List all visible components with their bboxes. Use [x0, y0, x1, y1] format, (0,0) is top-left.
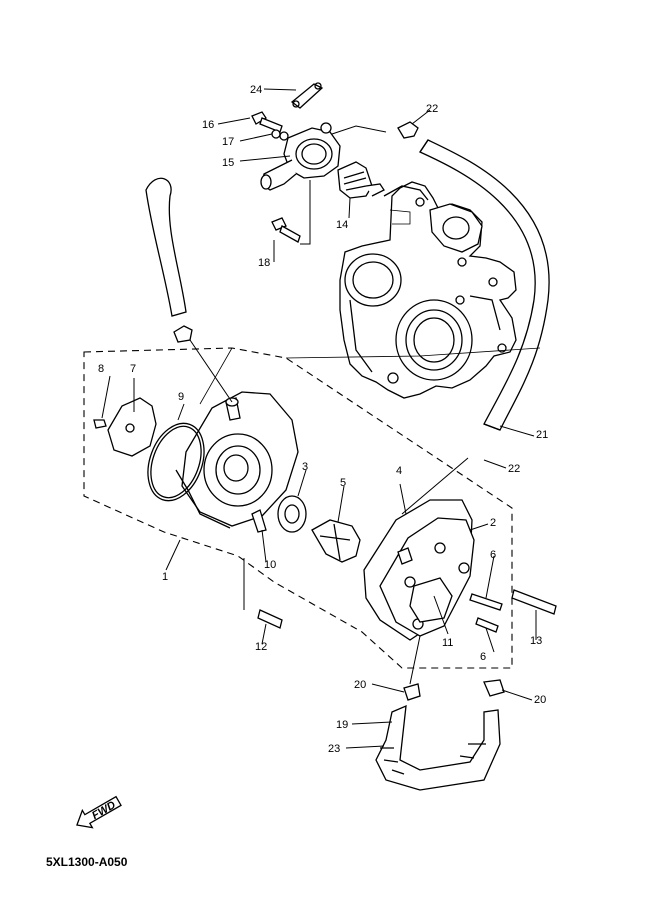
part-label: 5: [340, 477, 346, 489]
part-labels: 1 2 3 4 5 6 6 7 8 9 10 11 12 13 14 15 16…: [98, 84, 548, 755]
leader-lines: [101, 88, 537, 749]
diagram-code: 5XL1300-A050: [46, 855, 128, 869]
part-label: 21: [536, 429, 548, 441]
part-label: 7: [130, 363, 136, 375]
part-label: 13: [530, 635, 542, 647]
part-label: 14: [336, 219, 348, 231]
part-label: 15: [222, 157, 234, 169]
upper-hoses: [145, 121, 550, 431]
part-label: 9: [178, 391, 184, 403]
bearing-and-impeller: [251, 495, 361, 563]
impeller-plate: [93, 397, 205, 502]
part-label: 12: [255, 641, 267, 653]
part-label: 11: [442, 637, 453, 649]
pump-cover: [363, 499, 475, 641]
part-label: 8: [98, 363, 104, 375]
lower-hoses: [375, 679, 505, 791]
fwd-label: FWD: [90, 799, 118, 822]
part-label: 20: [354, 679, 366, 691]
cover-bolts: [257, 589, 557, 633]
water-pump-housing: [175, 391, 299, 529]
small-hardware: [251, 82, 324, 243]
part-label: 3: [302, 461, 308, 473]
part-label: 18: [258, 257, 270, 269]
part-label: 24: [250, 84, 262, 96]
part-label: 4: [396, 465, 402, 477]
part-label: 22: [426, 103, 438, 115]
part-label: 16: [202, 119, 214, 131]
fwd-arrow-icon: FWD: [76, 795, 122, 829]
part-label: 20: [534, 694, 546, 706]
part-label: 17: [222, 136, 234, 148]
part-label: 10: [264, 559, 276, 571]
cylinder-head-assembly: [339, 181, 517, 399]
part-label: 6: [480, 651, 486, 663]
thermostat-cover: [260, 122, 341, 191]
part-label: 22: [508, 463, 520, 475]
assembly-outline: [83, 347, 513, 669]
part-label: 2: [490, 517, 496, 529]
thermostat: [337, 161, 385, 199]
part-label: 1: [162, 571, 168, 583]
part-label: 19: [336, 719, 348, 731]
part-label: 6: [490, 549, 496, 561]
part-label: 23: [328, 743, 340, 755]
